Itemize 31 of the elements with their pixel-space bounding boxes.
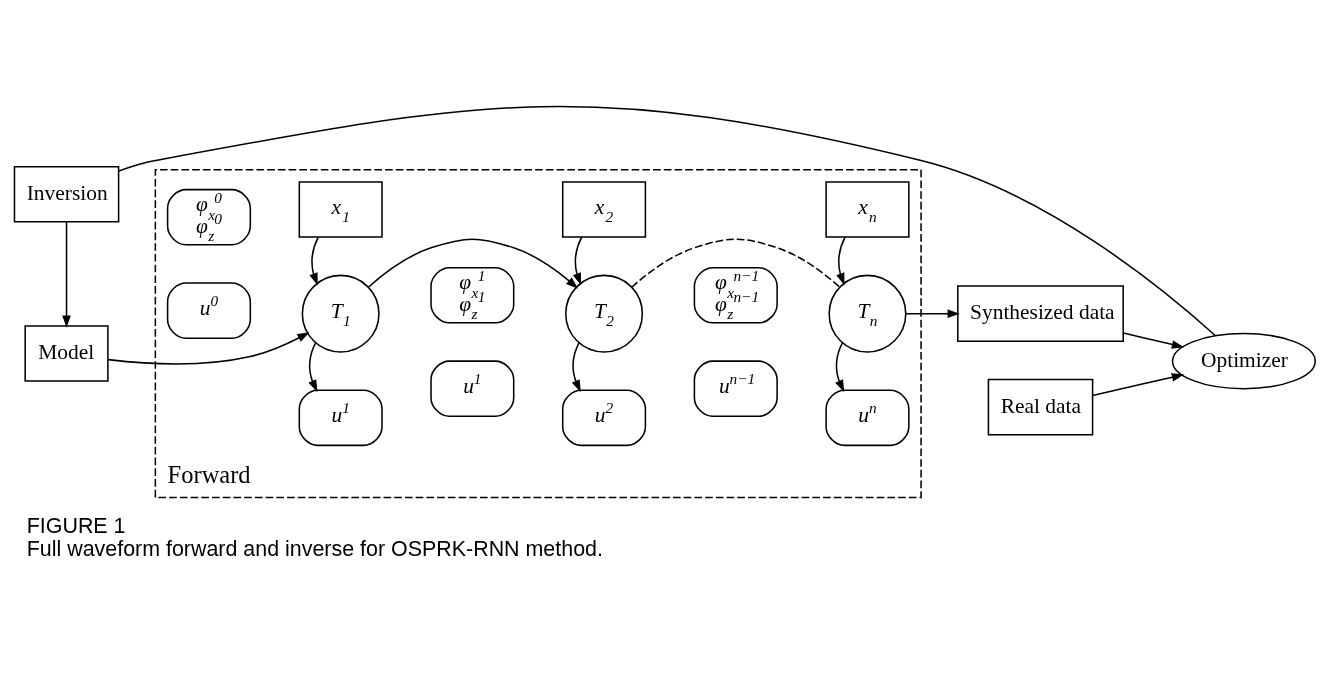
arrow: [1122, 331, 1185, 349]
node-box: u$^{n−1}$: [693, 359, 778, 417]
arrow: [836, 235, 846, 285]
arrow: [309, 235, 320, 285]
arrow: [308, 341, 318, 392]
arrow: [905, 308, 960, 318]
node-box: u$^{1}$: [430, 359, 515, 417]
arrow: [62, 220, 71, 328]
arrow: [1091, 372, 1185, 396]
arrow: [571, 341, 581, 392]
node-circle: T$_{n}$: [828, 274, 907, 353]
node-box: Model: [24, 324, 109, 382]
node-box: x$_{2}$: [561, 180, 647, 238]
node-box: u$^{2}$: [561, 388, 647, 446]
node-box: u$^{1}$: [298, 388, 383, 446]
caption: Full waveform forward and inverse for OSPRK-RNN method.: [26, 536, 603, 561]
node-box: Synthesized data: [957, 284, 1124, 342]
node-box: x$_{n}$: [825, 180, 910, 238]
node-box: u$^{0}$: [166, 281, 252, 339]
node-box: x$_{1}$: [298, 180, 383, 238]
node-box: u$^{n}$: [825, 388, 910, 446]
arrow: [572, 235, 583, 285]
connector: [631, 237, 841, 288]
arrow: [367, 237, 579, 289]
diagram-title: FIGURE 1: [26, 513, 126, 538]
node-circle: T$_{1}$: [301, 274, 380, 353]
connector: [118, 105, 1217, 337]
node-box: Real data: [987, 378, 1094, 435]
arrow: [835, 341, 845, 392]
arrow: [107, 331, 310, 365]
node-box: Inversion: [13, 165, 120, 223]
